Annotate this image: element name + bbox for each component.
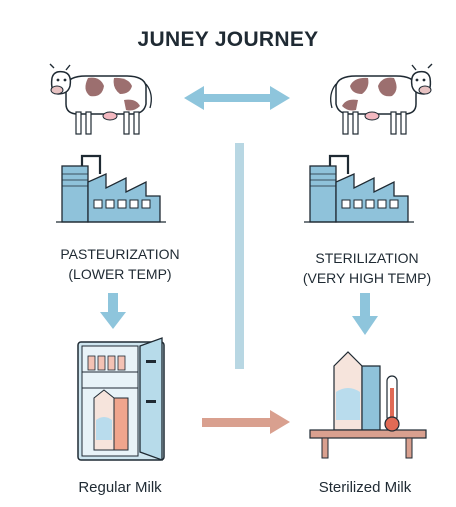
right-cow-icon (329, 63, 433, 135)
left-caption: Regular Milk (78, 479, 162, 496)
right-arrow-icon (202, 410, 290, 434)
fridge-icon (77, 337, 165, 461)
right-caption: Sterilized Milk (318, 479, 412, 496)
left-down-arrow-icon (100, 293, 126, 329)
right-process-line2: (VERY HIGH TEMP) (302, 270, 432, 286)
left-factory-icon (54, 154, 168, 224)
left-cow-icon (49, 63, 153, 135)
diagram-title: JUNEY JOURNEY (137, 28, 319, 51)
thermometer-icon (384, 375, 400, 432)
right-process-line1: STERILIZATION (315, 250, 419, 266)
left-process-line1: PASTEURIZATION (60, 246, 180, 262)
double-arrow-icon (184, 86, 290, 110)
carton-table-icon (309, 351, 427, 459)
divider-bar (235, 143, 244, 369)
right-process-label: STERILIZATION (VERY HIGH TEMP) (282, 248, 452, 288)
right-factory-icon (302, 154, 416, 224)
left-process-label: PASTEURIZATION (LOWER TEMP) (40, 244, 200, 284)
left-process-line2: (LOWER TEMP) (68, 266, 172, 282)
right-down-arrow-icon (352, 293, 378, 335)
